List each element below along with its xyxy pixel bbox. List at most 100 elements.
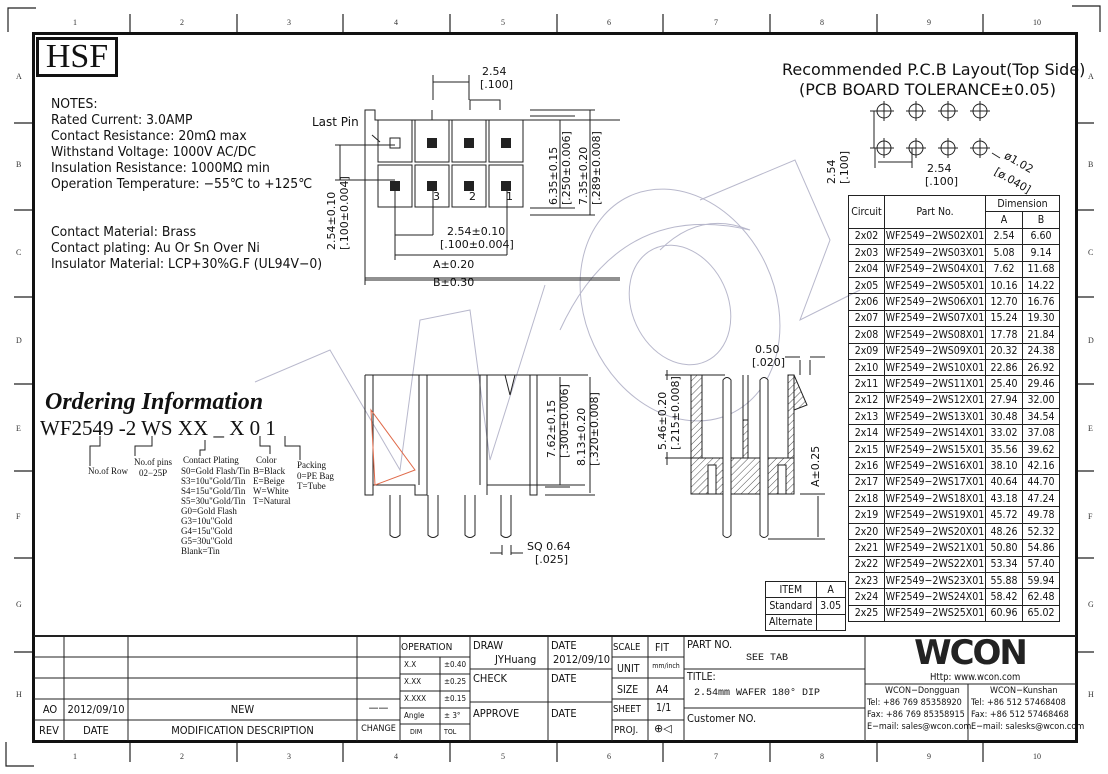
- pcb-hole: [906, 138, 926, 158]
- zone-column-label: 1: [73, 18, 77, 27]
- part-no-value: SEE TAB: [746, 653, 789, 664]
- part-no-cell: WF2549−2WS23X01: [884, 571, 986, 590]
- draw-date: 2012/09/10: [553, 653, 611, 666]
- zone-column-label: 6: [607, 18, 611, 27]
- material-line: Insulator Material: LCP+30%G.F (UL94V−0): [51, 256, 323, 272]
- dim-text: 0.50: [755, 343, 780, 356]
- dim-a-cell: 12.70: [985, 293, 1023, 311]
- dongguan-fax: Fax: +86 769 85358915: [867, 710, 965, 720]
- dim-text: [.020]: [752, 356, 786, 369]
- circuit-cell: 2x24: [848, 588, 885, 606]
- item-header: A: [815, 580, 846, 599]
- zone-column-label: 2: [180, 752, 184, 761]
- rev-date: 2012/09/10: [67, 703, 125, 716]
- option-line: G5=30u"Gold: [181, 536, 233, 546]
- zone-row-label: D: [16, 336, 22, 345]
- draw-label: DRAW: [473, 639, 504, 652]
- dim-a-cell: 60.96: [985, 604, 1023, 623]
- option-line: S4=15u"Gold/Tin: [181, 486, 246, 496]
- option-line: 0=PE Bag: [297, 471, 334, 481]
- part-no-cell: WF2549−2WS11X01: [884, 375, 986, 393]
- dim-b-cell: 44.70: [1022, 473, 1060, 492]
- zone-row-label: E: [16, 424, 21, 433]
- pins-label: No.of pins: [134, 457, 172, 467]
- dim-b-cell: 6.60: [1022, 227, 1060, 246]
- pin-number: 1: [506, 190, 513, 203]
- zone-column-label: 8: [820, 752, 824, 761]
- dim-a-cell: 58.42: [985, 588, 1023, 606]
- part-no-cell: WF2549−2WS04X01: [884, 260, 986, 278]
- ordering-title: Ordering Information: [45, 389, 264, 415]
- dim-b-cell: 42.16: [1022, 457, 1060, 475]
- option-line: W=White: [253, 486, 289, 496]
- dim-b-cell: 19.30: [1022, 309, 1060, 328]
- dim-text: [.100]: [925, 175, 959, 188]
- dim-b-cell: 21.84: [1022, 326, 1060, 344]
- zone-column-label: 1: [73, 752, 77, 761]
- zone-row-label: H: [1088, 690, 1094, 699]
- size-value: A4: [656, 684, 669, 696]
- part-no-cell: WF2549−2WS05X01: [884, 276, 986, 295]
- dim-text: 2.54: [482, 65, 507, 78]
- dim-b-cell: 11.68: [1022, 260, 1060, 278]
- pcb-hole: [938, 101, 958, 121]
- dim-format: X.X: [404, 660, 417, 669]
- tolerance-value: ±0.15: [444, 694, 467, 703]
- zone-column-label: 10: [1033, 18, 1041, 27]
- rev-desc: NEW: [230, 703, 255, 716]
- zone-row-label: E: [1088, 424, 1093, 433]
- part-no-cell: WF2549−2WS08X01: [884, 326, 986, 344]
- zone-row-label: C: [1088, 248, 1094, 257]
- zone-column-label: 4: [394, 752, 398, 761]
- part-no-label: PART NO.: [687, 638, 733, 651]
- plating-label: Contact Plating: [183, 455, 239, 465]
- notes-block: NOTES: Rated Current: 3.0AMP Contact Res…: [51, 96, 322, 272]
- zone-row-label: D: [1088, 336, 1094, 345]
- pin-number: 2: [469, 190, 476, 203]
- part-no-cell: WF2549−2WS24X01: [884, 588, 986, 606]
- projection-symbol-icon: ⊕◁: [654, 722, 672, 735]
- dim-format: X.XXX: [404, 694, 427, 703]
- side-view-drawing: [364, 374, 595, 555]
- zone-row-label: A: [1088, 72, 1094, 81]
- zone-column-label: 5: [501, 18, 505, 27]
- kunshan-tel: Tel: +86 512 57468408: [971, 698, 1066, 708]
- zone-row-label: F: [1088, 512, 1093, 521]
- pin-number: 3: [433, 190, 440, 203]
- zone-column-label: 7: [714, 18, 718, 27]
- unit-label: UNIT: [617, 663, 640, 675]
- packing-label: Packing: [297, 460, 326, 470]
- kunshan-fax: Fax: +86 512 57468468: [971, 710, 1069, 720]
- zone-column-label: 4: [394, 18, 398, 27]
- pcb-layout-subtitle: (PCB BOARD TOLERANCE±0.05): [799, 80, 1056, 99]
- pcb-layout-title: Recommended P.C.B Layout(Top Side): [782, 60, 1086, 79]
- option-line: S3=10u"Gold/Tin: [181, 476, 246, 486]
- dim-a-cell: 43.18: [985, 490, 1023, 508]
- part-no-cell: WF2549−2WS02X01: [884, 227, 986, 246]
- zone-column-label: 2: [180, 18, 184, 27]
- zone-column-label: 9: [927, 752, 931, 761]
- part-no-cell: WF2549−2WS25X01: [884, 604, 986, 623]
- zone-column-label: 3: [287, 752, 291, 761]
- option-line: B=Black: [253, 466, 286, 476]
- circuit-cell: 2x08: [848, 326, 885, 344]
- dim-format: Angle: [404, 711, 425, 720]
- option-line: T=Natural: [253, 496, 291, 506]
- change-header: CHANGE: [361, 724, 396, 734]
- zone-column-label: 7: [714, 752, 718, 761]
- dongguan-email: E−mail: sales@wcon.com: [867, 722, 972, 732]
- wcon-logo: WCON: [914, 633, 1028, 673]
- desc-header: MODIFICATION DESCRIPTION: [171, 724, 314, 737]
- pcb-hole-pattern: [870, 101, 1001, 168]
- zone-row-label: A: [16, 72, 22, 81]
- zone-column-label: 9: [927, 18, 931, 27]
- dim-a-cell: 40.64: [985, 473, 1023, 492]
- title-label: TITLE:: [687, 671, 716, 683]
